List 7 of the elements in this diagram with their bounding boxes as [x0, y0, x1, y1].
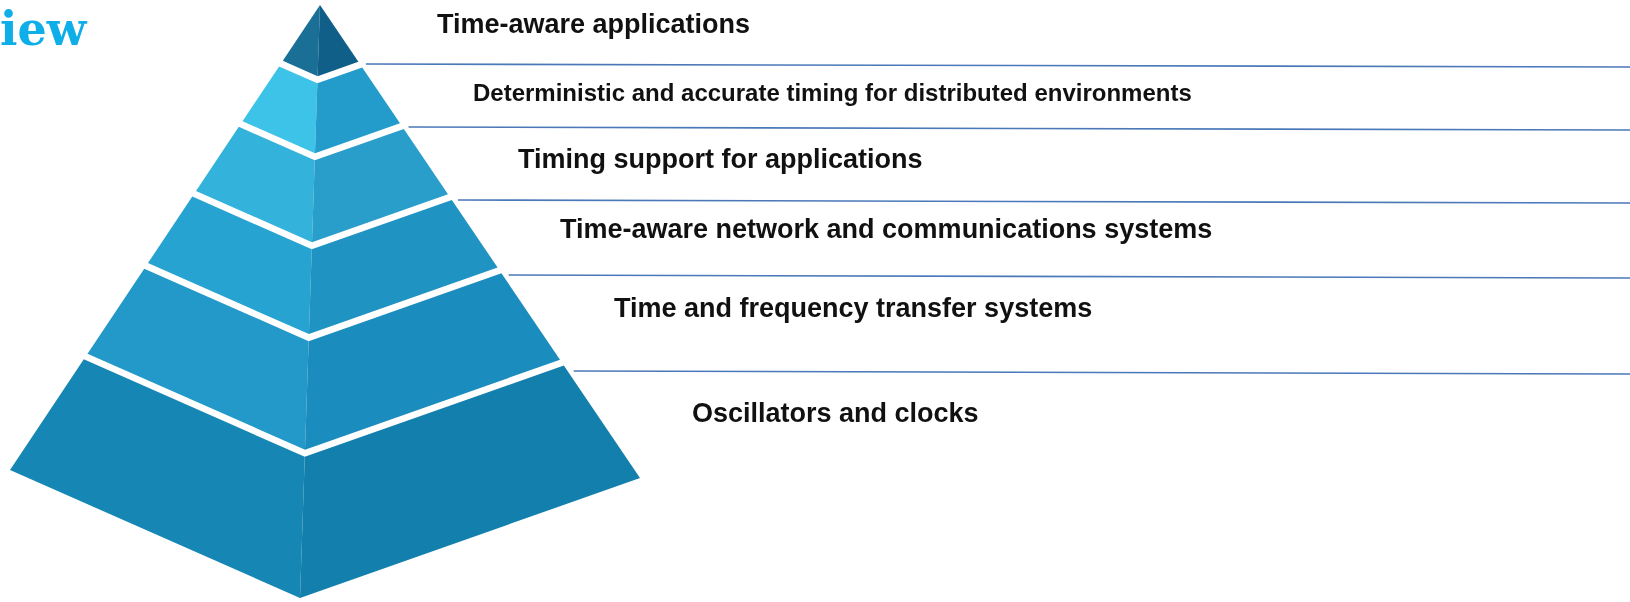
- tier-label: Time and frequency transfer systems: [614, 294, 1093, 322]
- tier-label: Deterministic and accurate timing for distributed environments: [473, 81, 1192, 105]
- title: iew: [0, 6, 87, 52]
- tier-label: Timing support for applications: [518, 145, 923, 173]
- tier-label: Time-aware applications: [437, 10, 751, 38]
- tier-label: Time-aware network and communications systems: [560, 215, 1213, 243]
- tier-label: Oscillators and clocks: [692, 399, 979, 427]
